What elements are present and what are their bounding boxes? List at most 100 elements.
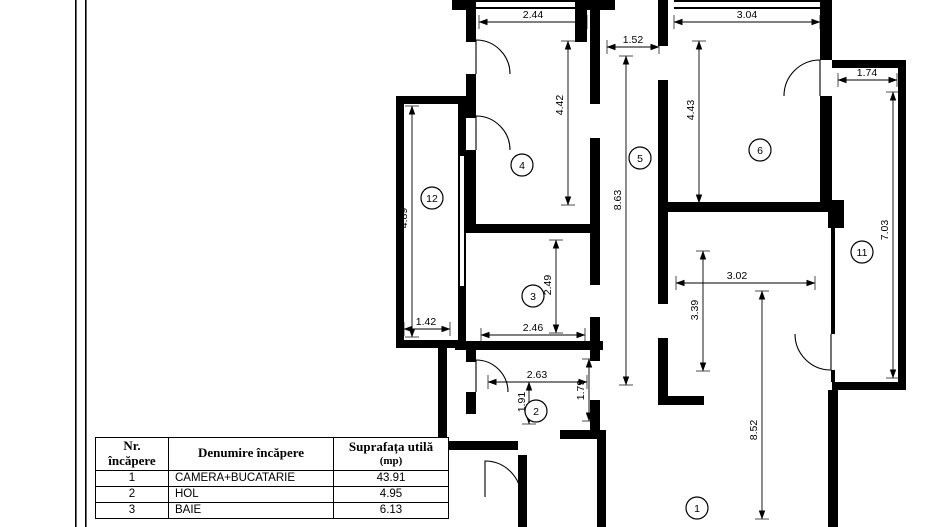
door-arc — [475, 359, 509, 393]
room-number-label: 12 — [426, 193, 438, 205]
cell-name: BAIE — [168, 501, 334, 519]
window-line — [458, 156, 460, 286]
room-number-label: 11 — [857, 247, 868, 259]
wall-segment — [396, 340, 466, 348]
wall-segment — [455, 341, 603, 350]
room-number-label: 2 — [533, 406, 539, 418]
wall-segment — [466, 392, 476, 414]
wall-segment — [466, 74, 476, 118]
door-arc — [794, 333, 832, 371]
header-denumire: Denumire încăpere — [168, 437, 334, 471]
cell-area: 4.95 — [333, 485, 449, 503]
dimension-label: 4.89 — [398, 208, 410, 229]
wall-segment — [658, 80, 668, 202]
door-arc — [484, 460, 522, 498]
room-number-circle — [521, 284, 545, 308]
cell-area: 6.13 — [333, 501, 449, 519]
wall-segment — [590, 0, 600, 104]
wall-segment — [828, 200, 844, 228]
cell-nr: 2 — [95, 485, 169, 503]
dimension-label: 4.42 — [554, 95, 566, 116]
wall-segment — [466, 348, 476, 362]
wall-segment — [438, 441, 518, 450]
wall-segment — [75, 0, 77, 527]
header-nr-line1: Nr. — [123, 438, 141, 453]
dimension-label: 1.74 — [857, 67, 878, 79]
cell-name: HOL — [168, 485, 334, 503]
dimension-label: 2.44 — [523, 9, 544, 21]
room-number-circle — [420, 186, 444, 210]
dimension-label: 4.43 — [685, 100, 697, 121]
room-table: Nr. încăpere Denumire încăpere Suprafața… — [95, 437, 449, 519]
header-nr-line2: încăpere — [108, 452, 156, 468]
room-number-label: 1 — [694, 503, 700, 515]
dimension-label: 3.39 — [689, 300, 701, 321]
wall-segment — [820, 96, 832, 202]
wall-segment — [396, 96, 466, 104]
cell-nr: 1 — [95, 469, 169, 487]
window-line — [476, 7, 575, 9]
header-suprafata: Suprafața utilă (mp) — [333, 437, 449, 471]
dimension-label: 7.03 — [879, 220, 891, 241]
door-arc — [783, 59, 821, 97]
wall-segment — [396, 96, 404, 348]
dimension-label: 1.42 — [416, 316, 437, 328]
wall-segment — [590, 138, 600, 233]
wall-segment — [828, 390, 838, 527]
dimension-label: 8.52 — [748, 420, 760, 441]
room-number-label: 5 — [637, 153, 643, 165]
wall-segment — [832, 382, 906, 390]
wall-segment — [590, 317, 600, 350]
wall-segment — [466, 0, 476, 42]
wall-segment — [590, 400, 600, 439]
wall-segment — [590, 341, 600, 361]
header-nr: Nr. încăpere — [95, 437, 169, 471]
room-number-circle — [524, 399, 548, 423]
wall-segment — [452, 0, 476, 10]
wall-segment — [458, 286, 466, 340]
wall-segment — [658, 0, 668, 46]
header-suprafata-unit: (mp) — [379, 455, 403, 468]
dimension-label: 3.02 — [727, 270, 748, 282]
dimension-label: 8.63 — [612, 190, 624, 211]
wall-segment — [832, 60, 906, 68]
cell-name: CAMERA+BUCATARIE — [168, 469, 334, 487]
dimension-label: 1.91 — [516, 392, 528, 413]
wall-segment — [597, 439, 606, 527]
table-header-row: Nr. încăpere Denumire încăpere Suprafața… — [95, 437, 449, 471]
wall-segment — [590, 233, 600, 285]
window-line — [674, 0, 820, 2]
dimension-label: 3.04 — [737, 9, 758, 21]
room-number-circle — [685, 496, 709, 520]
wall-segment — [658, 396, 704, 405]
door-arc — [475, 115, 511, 151]
dimension-label: 1.52 — [623, 34, 644, 46]
door-arcs — [475, 39, 832, 498]
room-number-circle — [628, 146, 652, 170]
dimension-label: 2.46 — [523, 322, 544, 334]
wall-segment — [458, 104, 466, 156]
dimension-label: 1.79 — [575, 380, 587, 401]
wall-segment — [438, 348, 447, 448]
wall-segment — [575, 0, 587, 42]
wall-segment — [658, 202, 832, 212]
room-number-label: 6 — [757, 145, 763, 157]
room-number-circle — [510, 153, 534, 177]
window-line — [464, 156, 466, 286]
room-number-circle — [850, 240, 874, 264]
sheet-frame — [75, 0, 87, 527]
wall-segment — [518, 455, 527, 527]
walls — [396, 0, 906, 527]
cell-nr: 3 — [95, 501, 169, 519]
windows — [458, 0, 820, 286]
wall-segment — [658, 338, 668, 390]
wall-segment — [831, 212, 835, 334]
wall-segment — [831, 370, 835, 382]
room-number-label: 3 — [530, 291, 536, 303]
